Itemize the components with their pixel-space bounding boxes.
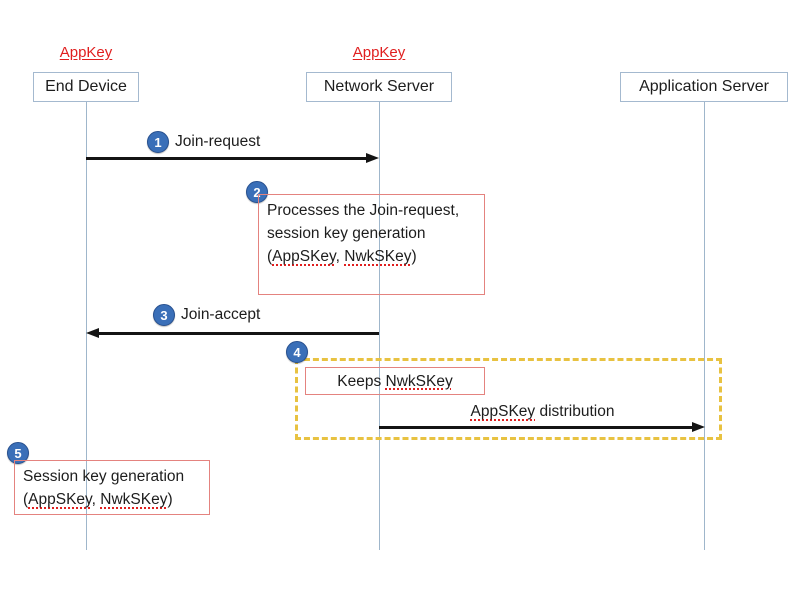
message-label-join-accept: 3 Join-accept bbox=[153, 304, 260, 326]
message-label-appskey-distribution: AppSKey distribution bbox=[380, 403, 705, 421]
note-line: session key generation bbox=[267, 225, 426, 242]
note-session-key-generation: Session key generation (AppSKey, NwkSKey… bbox=[14, 460, 210, 515]
actor-label-application-server: Application Server bbox=[639, 78, 769, 95]
step-badge-4: 4 bbox=[286, 341, 308, 363]
note-line: (AppSKey, NwkSKey) bbox=[23, 491, 173, 508]
message-arrow-join-request bbox=[86, 152, 379, 164]
arrow-shaft bbox=[86, 157, 370, 160]
note-process-join-request: Processes the Join-request, session key … bbox=[258, 194, 485, 295]
step-badge-2: 2 bbox=[246, 181, 268, 203]
step-badge-1: 1 bbox=[147, 131, 169, 153]
message-text-join-request: Join-request bbox=[175, 133, 261, 150]
message-arrow-join-accept bbox=[86, 327, 379, 339]
step-badge-5: 5 bbox=[7, 442, 29, 464]
arrowhead-right-icon bbox=[366, 152, 379, 163]
appkey-label-end-device: AppKey bbox=[59, 44, 113, 61]
actor-box-network-server: Network Server bbox=[306, 72, 452, 102]
arrowhead-left-icon bbox=[86, 327, 99, 338]
lifeline-end-device bbox=[85, 102, 87, 550]
step-badge-3: 3 bbox=[153, 304, 175, 326]
note-text-keeps-nwkskey: Keeps NwkSKey bbox=[337, 372, 453, 390]
note-line: Session key generation bbox=[23, 468, 185, 485]
actor-box-end-device: End Device bbox=[33, 72, 139, 102]
message-label-join-request: 1 Join-request bbox=[147, 131, 260, 153]
lifeline-network-server bbox=[378, 102, 380, 550]
lifeline-application-server bbox=[703, 102, 705, 550]
message-arrow-appskey-distribution bbox=[379, 421, 705, 433]
arrowhead-right-icon bbox=[692, 421, 705, 432]
note-line: (AppSKey, NwkSKey) bbox=[267, 248, 417, 265]
arrow-shaft bbox=[379, 426, 696, 429]
actor-label-end-device: End Device bbox=[45, 78, 127, 95]
message-text-join-accept: Join-accept bbox=[181, 306, 261, 323]
actor-label-network-server: Network Server bbox=[323, 78, 435, 95]
group-box-appskey-distribution bbox=[295, 358, 722, 440]
note-keeps-nwkskey: Keeps NwkSKey bbox=[305, 367, 485, 395]
note-line: Processes the Join-request, bbox=[267, 202, 460, 219]
message-text-appskey-distribution: AppSKey distribution bbox=[470, 403, 615, 420]
actor-box-application-server: Application Server bbox=[620, 72, 788, 102]
arrow-shaft bbox=[95, 332, 379, 335]
appkey-label-network-server: AppKey bbox=[352, 44, 406, 61]
